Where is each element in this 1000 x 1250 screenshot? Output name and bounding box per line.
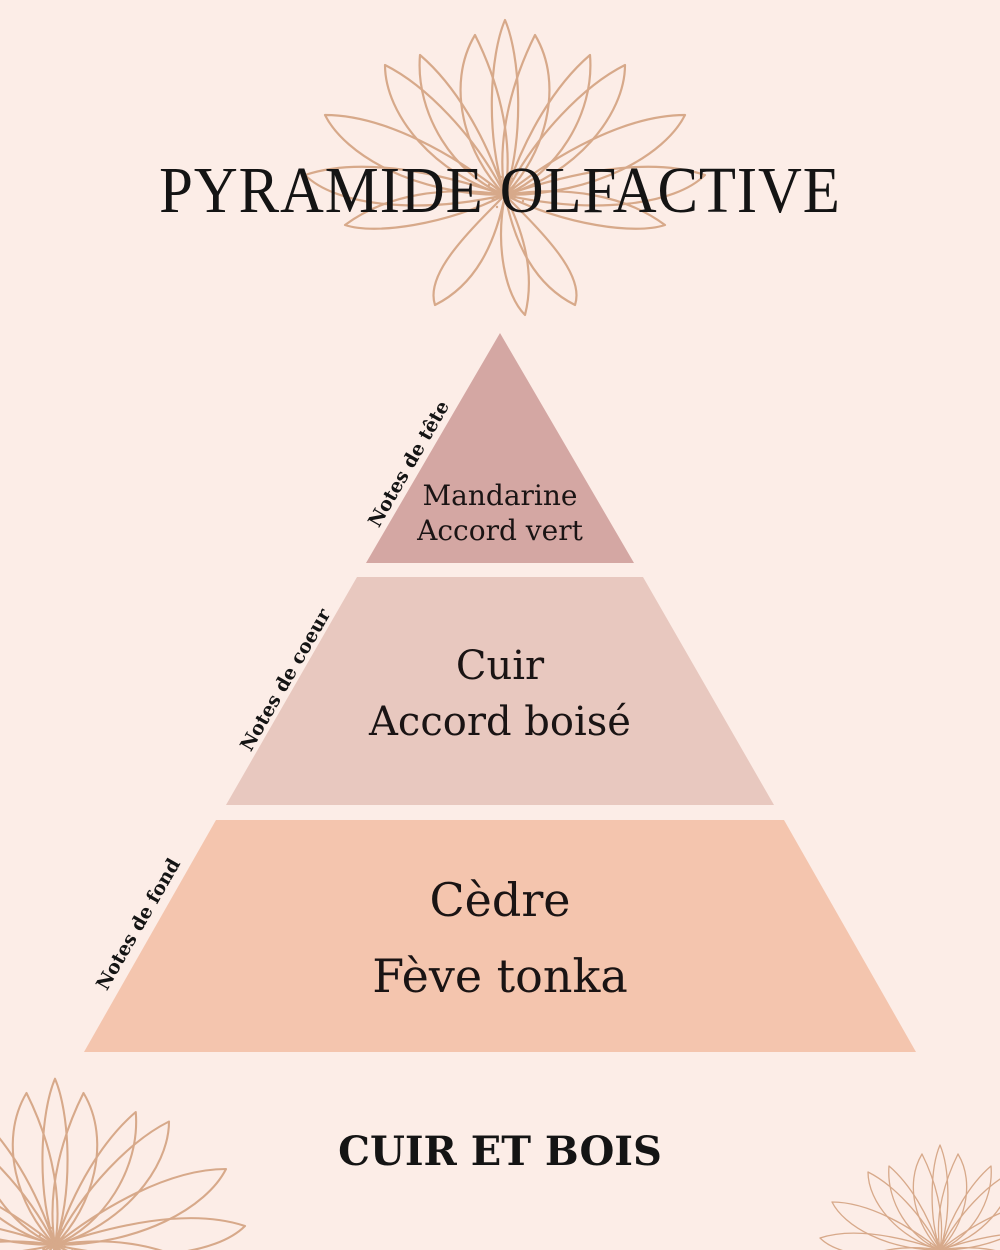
page-title: PYRAMIDE OLFACTIVE xyxy=(159,154,841,227)
top-notes: Mandarine Accord vert xyxy=(0,478,1000,548)
product-name: CUIR ET BOIS xyxy=(338,1128,662,1175)
top-note-1: Mandarine xyxy=(422,479,578,512)
pyramid-tier-middle xyxy=(226,577,774,805)
top-note-2: Accord vert xyxy=(417,514,583,547)
base-notes: Cèdre Fève tonka xyxy=(0,862,1000,1014)
base-note-2: Fève tonka xyxy=(372,949,628,1003)
heart-note-1: Cuir xyxy=(455,643,545,689)
heart-notes: Cuir Accord boisé xyxy=(0,638,1000,750)
pyramid-tier-top xyxy=(366,333,634,563)
pyramid-tier-bottom xyxy=(84,820,916,1052)
base-note-1: Cèdre xyxy=(429,873,571,927)
heart-note-2: Accord boisé xyxy=(369,699,631,745)
